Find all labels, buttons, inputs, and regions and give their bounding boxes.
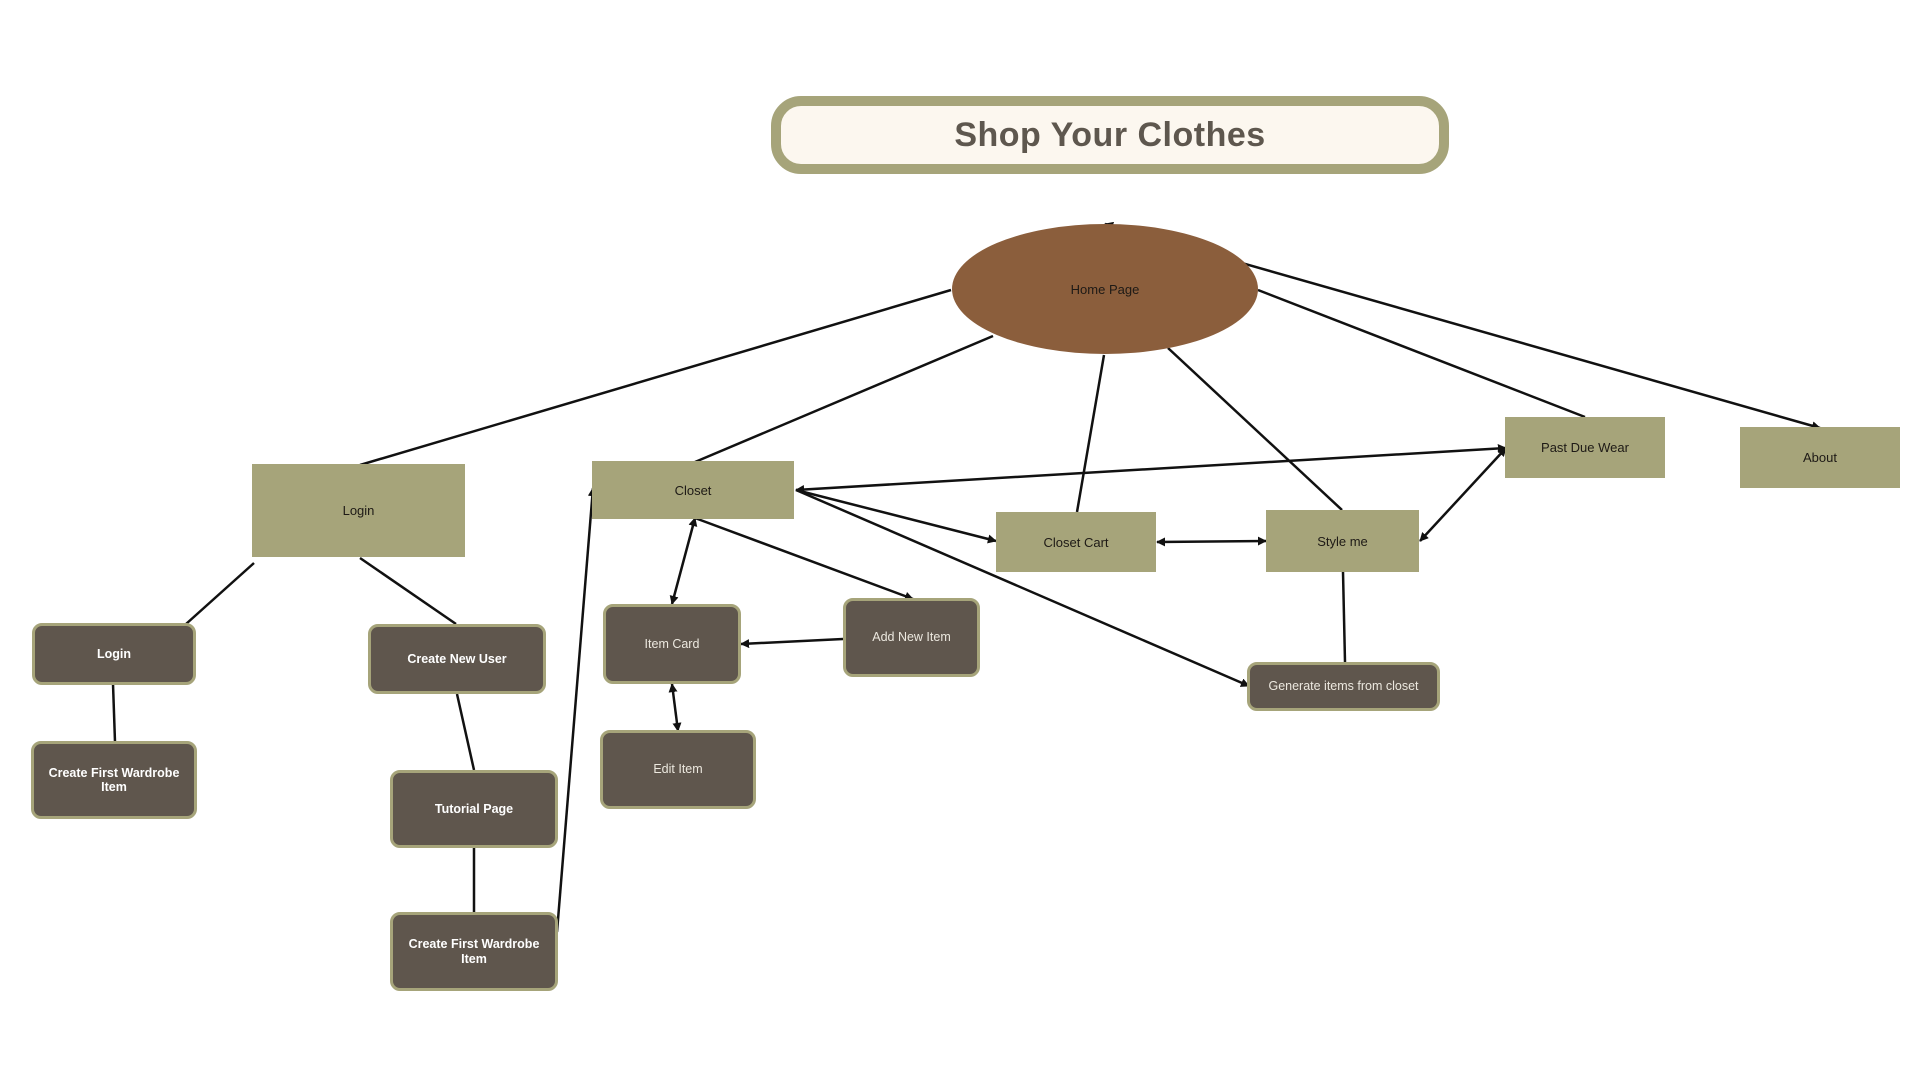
node-closet-cart: Closet Cart (996, 512, 1156, 572)
edge-home-past-due (1257, 288, 1586, 419)
edge-closet-closet-cart (795, 488, 997, 544)
edge-cart-style (1156, 536, 1267, 547)
node-about: About (1740, 427, 1900, 488)
title-banner: Shop Your Clothes (771, 96, 1449, 174)
node-edit-item: Edit Item (600, 730, 756, 809)
edge-home-login (359, 288, 952, 467)
node-login-section: Login (252, 464, 465, 557)
edge-home-closet (694, 334, 994, 464)
node-login: Login (32, 623, 196, 685)
edge-create-first-closet (555, 487, 597, 933)
node-generate-items: Generate items from closet (1247, 662, 1440, 711)
edge-login-create-first (111, 683, 117, 743)
node-create-first-wardrobe-item-a: Create First Wardrobe Item (31, 741, 197, 819)
edge-home-style-me (1167, 347, 1343, 511)
edge-loginsection-login (185, 562, 255, 625)
edge-past-due-style (1419, 447, 1507, 542)
node-style-me: Style me (1266, 510, 1419, 572)
node-tutorial-page: Tutorial Page (390, 770, 558, 848)
edge-home-closet-cart (1075, 354, 1106, 513)
edge-style-generate (1341, 571, 1347, 663)
node-item-card: Item Card (603, 604, 741, 684)
node-add-new-item: Add New Item (843, 598, 980, 677)
edge-item-card-edit (668, 683, 682, 732)
node-closet: Closet (592, 461, 794, 519)
edge-closet-generate (795, 488, 1250, 688)
edge-add-item-item-card (740, 637, 844, 649)
node-create-new-user: Create New User (368, 624, 546, 694)
edge-create-user-tutorial (455, 693, 476, 771)
edge-closet-add-item (694, 516, 914, 601)
node-home-page: Home Page (952, 224, 1258, 354)
page-title: Shop Your Clothes (954, 115, 1266, 154)
edge-closet-item-card (669, 517, 698, 605)
edge-loginsection-create-user (359, 556, 457, 626)
node-create-first-wardrobe-item-b: Create First Wardrobe Item (390, 912, 558, 991)
node-past-due-wear: Past Due Wear (1505, 417, 1665, 478)
edge-closet-past-due (795, 443, 1507, 495)
